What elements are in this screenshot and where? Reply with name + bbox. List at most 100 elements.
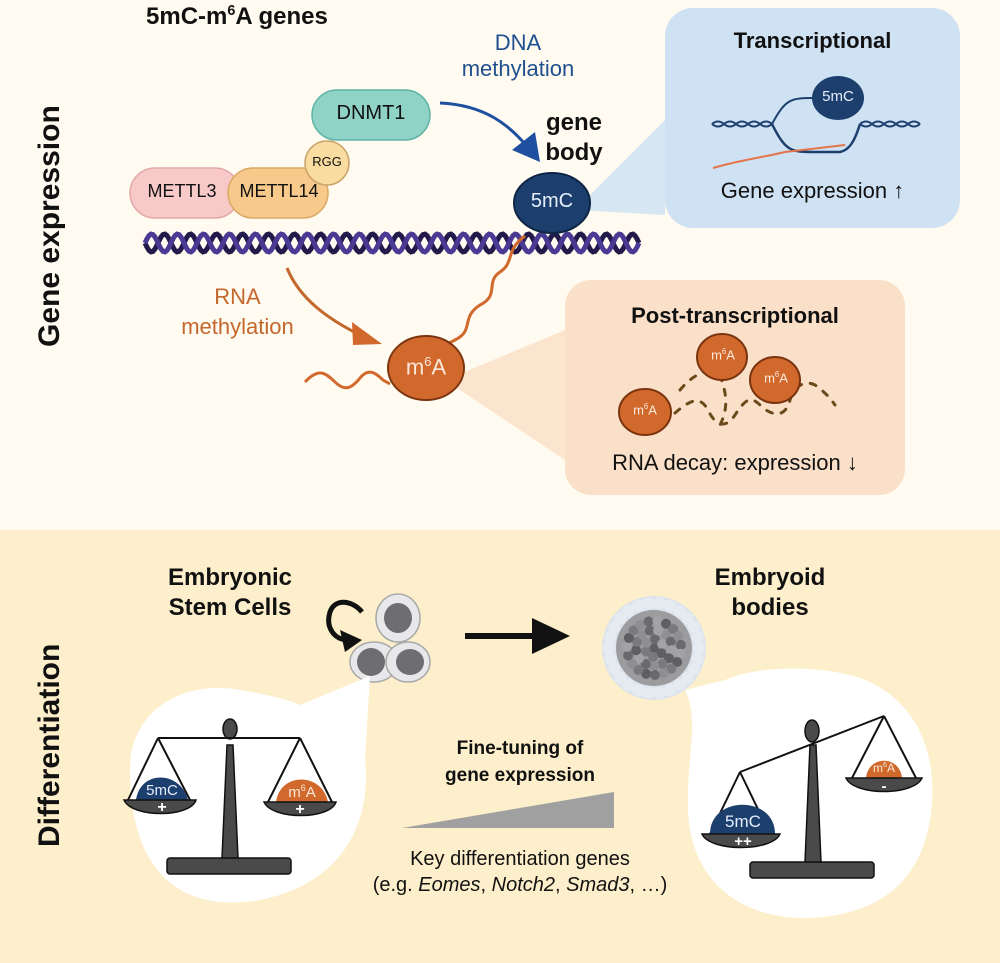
eb-outer-cell — [687, 662, 700, 675]
rna-methylation-label: RNA methylation — [160, 282, 315, 342]
key-genes-line1: Key differentiation genes — [410, 848, 630, 870]
dna-methylation-arrowhead — [512, 132, 540, 162]
eb-cell — [622, 641, 632, 652]
eb-outer-cell — [681, 671, 694, 684]
eb-cell — [675, 648, 686, 659]
self-renewal-arrow — [326, 599, 364, 643]
eb-cell — [663, 653, 674, 664]
eb-outer-cell — [664, 684, 676, 697]
eb-cell — [666, 645, 677, 656]
eb-cell — [641, 668, 652, 679]
dnmt1-label: DNMT1 — [336, 102, 406, 124]
gene-body-line1: gene — [545, 109, 602, 136]
eb-outer-cell — [687, 621, 700, 634]
eb-cell — [665, 636, 676, 647]
dna-methylation-line1: DNA — [494, 30, 542, 55]
eb-cell — [660, 629, 671, 640]
dna-methylation-line2: methylation — [461, 56, 575, 81]
mettl3-label: METTL3 — [147, 181, 217, 201]
gene-smad3: Smad3 — [566, 874, 630, 896]
eb-outer-cell — [622, 679, 635, 691]
eb-cell — [631, 645, 642, 656]
eb-outer-cell — [691, 652, 704, 665]
gene-body-label: gene body — [530, 108, 618, 168]
decay-m6a-mark-3 — [749, 356, 801, 404]
m6a-mark-label: m6A — [405, 354, 447, 380]
transcriptional-box — [665, 8, 960, 228]
esc-label: Embryonic Stem Cells — [140, 563, 320, 623]
eb-cell — [653, 625, 664, 636]
eb-outer-cell — [632, 599, 644, 612]
gene-eomes: Eomes — [418, 874, 481, 896]
gene-body-line2: body — [545, 139, 603, 166]
embryoid-body — [602, 596, 706, 700]
eb-cell — [657, 639, 668, 650]
eb-cell — [633, 664, 644, 675]
eb-balance-5mc-label: 5mC — [725, 812, 761, 831]
eb-outer-cell — [693, 642, 705, 654]
rna-methylation-line2: methylation — [181, 314, 294, 339]
self-renewal-arrowhead — [340, 630, 362, 652]
differentiation-arrowhead — [532, 618, 570, 654]
eb-cell — [649, 661, 660, 671]
eb-cell — [649, 670, 660, 680]
eb-outer-cell — [642, 597, 655, 610]
decay-m6a-mark-2 — [696, 333, 748, 381]
esc-balance-5mc-sign: + — [157, 799, 167, 816]
eb-cell — [626, 658, 637, 669]
transcriptional-5mc-label: 5mC — [822, 88, 854, 105]
eb-outer-cell — [664, 599, 676, 612]
m6a-mark — [387, 335, 465, 401]
post-transcriptional-effect: RNA decay: expression ↓ — [612, 450, 858, 475]
esc-balance-m6a-label: m6A — [288, 783, 316, 801]
eb-outer-cell — [604, 631, 617, 644]
key-genes-label: Key differentiation genes (e.g. Eomes, N… — [360, 846, 680, 898]
eb-outer-cell — [681, 612, 694, 625]
eb-outer-cell — [673, 605, 686, 617]
section-label-differentiation: Differentiation — [33, 643, 66, 847]
fine-tuning-wedge — [402, 792, 614, 828]
esc-balance — [122, 718, 338, 875]
eb-cell — [640, 659, 651, 669]
eb-balance-5mc-sign: ++ — [734, 833, 752, 850]
decay-m6a-label-1: m6A — [633, 402, 657, 418]
decay-m6a-mark-1 — [618, 388, 672, 436]
post-transcriptional-box-title: Post-transcriptional — [631, 303, 839, 328]
eb-cell — [628, 625, 639, 636]
section-label-gene-expression: Gene expression — [33, 105, 66, 347]
esc-balance-m6a-sign: + — [295, 801, 305, 818]
rna-strand-tail — [303, 370, 391, 390]
dna-helix — [142, 231, 642, 255]
eb-cell — [672, 657, 683, 667]
eb-outer-cell — [691, 631, 704, 644]
eb-label-line2: bodies — [731, 594, 809, 621]
post-transcriptional-box — [565, 280, 905, 495]
figure-title: 5mC-m6A genes — [146, 3, 328, 30]
eb-cell — [656, 648, 667, 659]
eb-cell — [640, 646, 651, 657]
mettl14-protein — [227, 167, 329, 219]
rgg-label: RGG — [312, 154, 342, 169]
gene-notch2: Notch2 — [491, 874, 556, 896]
eb-cell — [623, 650, 634, 661]
eb-label-line1: Embryoid — [714, 564, 826, 591]
eb-cell — [675, 639, 686, 650]
eb-outer-cell — [653, 686, 666, 699]
eb-outer-cell — [614, 612, 627, 625]
eb-cell — [666, 663, 677, 674]
5mc-mark-label: 5mC — [530, 190, 574, 212]
eb-cell — [634, 653, 645, 664]
5mc-mark — [513, 172, 591, 234]
eb-outer-cell — [608, 621, 621, 634]
esc-balance-bubble — [130, 676, 370, 903]
eb-outer-cell — [653, 597, 666, 610]
eb-cell — [657, 658, 668, 669]
eb-cell — [661, 618, 671, 629]
eb-label: Embryoid bodies — [690, 563, 850, 623]
decay-m6a-label-2: m6A — [711, 347, 735, 363]
eb-balance-m6a-sign: - — [881, 778, 887, 795]
transcription-bubble-diagram — [711, 97, 921, 169]
eb-balance-m6a-label: m6A — [872, 760, 895, 775]
rgg-domain — [304, 140, 350, 186]
decay-m6a-label-3: m6A — [764, 370, 788, 386]
